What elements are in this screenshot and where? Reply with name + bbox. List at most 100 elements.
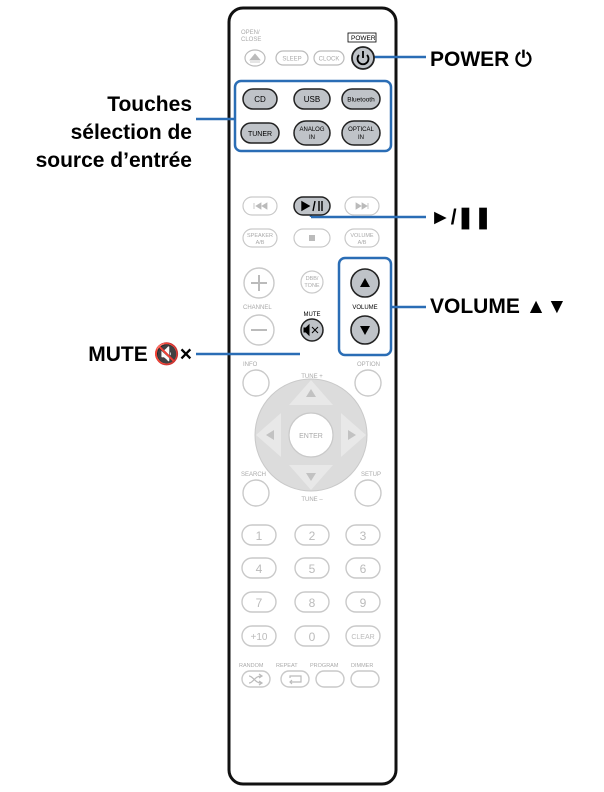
option-label: OPTION <box>357 362 380 368</box>
program-label: PROGRAM <box>310 663 339 669</box>
cd-label: CD <box>254 95 266 104</box>
speaker-ab-button[interactable]: SPEAKER A/B <box>242 228 278 248</box>
optical-in-button[interactable]: OPTICAL IN <box>341 120 381 146</box>
search-button[interactable] <box>242 479 270 507</box>
repeat-button[interactable] <box>280 670 310 688</box>
key-2-label: 2 <box>309 529 316 543</box>
analog-in-button[interactable]: ANALOG IN <box>293 120 331 146</box>
volume-up-button[interactable] <box>350 268 380 298</box>
volume-label: VOLUME <box>352 305 377 311</box>
left-arrow-icon <box>266 430 274 440</box>
dbb-tone-button[interactable]: DBB/ TONE <box>300 270 324 294</box>
key-plus10[interactable]: +10 <box>241 625 277 647</box>
clock-button[interactable]: CLOCK <box>313 50 345 66</box>
source-callout-line3: source d’entrée <box>35 149 192 172</box>
channel-up-button[interactable] <box>243 267 275 299</box>
key-4[interactable]: 4 <box>241 557 277 579</box>
key-8[interactable]: 8 <box>294 591 330 613</box>
search-label: SEARCH <box>241 472 266 478</box>
volume-callout: VOLUME ▲▼ <box>430 295 568 318</box>
mute-callout: MUTE 🔇× <box>88 343 192 366</box>
clear-button[interactable]: CLEAR <box>345 625 381 647</box>
mute-button[interactable] <box>300 318 324 342</box>
key-3[interactable]: 3 <box>345 524 381 546</box>
dbb-label-1: DBB/ <box>306 276 319 282</box>
key-7[interactable]: 7 <box>241 591 277 613</box>
key-1-label: 1 <box>256 529 263 543</box>
repeat-icon <box>289 675 302 685</box>
next-icon <box>355 202 369 210</box>
key-9[interactable]: 9 <box>345 591 381 613</box>
down-arrow-icon <box>306 473 316 481</box>
key-0-label: 0 <box>309 630 316 644</box>
source-highlight-box <box>233 79 393 153</box>
key-6[interactable]: 6 <box>345 557 381 579</box>
cd-button[interactable]: CD <box>242 88 278 110</box>
dimmer-button[interactable] <box>350 670 380 688</box>
next-button[interactable] <box>344 196 380 216</box>
power-label: POWER <box>351 35 376 42</box>
tuner-button[interactable]: TUNER <box>240 122 280 144</box>
key-0[interactable]: 0 <box>294 625 330 647</box>
tuner-label: TUNER <box>248 131 272 138</box>
volume-highlight-box <box>337 256 393 357</box>
enter-button[interactable]: ENTER <box>288 412 334 458</box>
dimmer-label: DIMMER <box>351 663 373 669</box>
optical-label-1: OPTICAL <box>348 127 374 133</box>
prev-button[interactable] <box>242 196 278 216</box>
power-label-frame <box>347 32 377 43</box>
repeat-label: REPEAT <box>276 663 298 669</box>
up-arrow-icon <box>306 389 316 397</box>
stop-button[interactable] <box>293 228 331 248</box>
key-9-label: 9 <box>360 596 367 610</box>
speaker-label-1: SPEAKER <box>247 233 273 239</box>
clear-label: CLEAR <box>351 634 374 641</box>
bluetooth-label: Bluetooth <box>347 97 375 104</box>
channel-down-button[interactable] <box>243 314 275 346</box>
bluetooth-button[interactable]: Bluetooth <box>341 88 381 110</box>
key-6-label: 6 <box>360 562 367 576</box>
prev-icon <box>253 202 268 210</box>
stop-icon <box>309 235 315 241</box>
plus-icon <box>251 275 267 291</box>
analog-label-2: IN <box>309 135 315 141</box>
mute-icon <box>303 323 319 337</box>
volume-ab-label-2: A/B <box>358 240 367 246</box>
program-button[interactable] <box>315 670 345 688</box>
info-button[interactable] <box>242 369 270 397</box>
clock-label: CLOCK <box>319 57 340 63</box>
volume-down-button[interactable] <box>350 315 380 345</box>
shuffle-icon <box>248 673 264 686</box>
eject-button[interactable] <box>244 49 266 67</box>
key-4-label: 4 <box>256 562 263 576</box>
power-button[interactable] <box>351 46 375 70</box>
analog-label-1: ANALOG <box>299 127 324 133</box>
channel-label: CHANNEL <box>243 305 272 311</box>
key-2[interactable]: 2 <box>294 524 330 546</box>
volume-down-icon <box>360 326 370 335</box>
tune-plus-label: TUNE + <box>301 374 323 380</box>
power-callout: POWER ⏻ <box>430 48 532 71</box>
speaker-label-2: A/B <box>256 240 265 246</box>
dbb-label-2: TONE <box>304 283 320 289</box>
option-button[interactable] <box>354 369 382 397</box>
setup-button[interactable] <box>354 479 382 507</box>
open-close-label-2: CLOSE <box>241 37 261 43</box>
tune-minus-label: TUNE – <box>301 497 323 503</box>
mute-label: MUTE <box>304 312 321 318</box>
play-pause-button[interactable] <box>293 196 331 216</box>
source-callout-line2: sélection de <box>70 121 192 144</box>
volume-ab-button[interactable]: VOLUME A/B <box>344 228 380 248</box>
key-plus10-label: +10 <box>251 632 268 643</box>
key-5[interactable]: 5 <box>294 557 330 579</box>
key-8-label: 8 <box>309 596 316 610</box>
key-1[interactable]: 1 <box>241 524 277 546</box>
key-3-label: 3 <box>360 529 367 543</box>
key-5-label: 5 <box>309 562 316 576</box>
sleep-button[interactable]: SLEEP <box>275 50 309 66</box>
usb-button[interactable]: USB <box>293 88 331 110</box>
volume-ab-label-1: VOLUME <box>350 233 374 239</box>
random-button[interactable] <box>241 670 271 688</box>
random-label: RANDOM <box>239 663 264 669</box>
